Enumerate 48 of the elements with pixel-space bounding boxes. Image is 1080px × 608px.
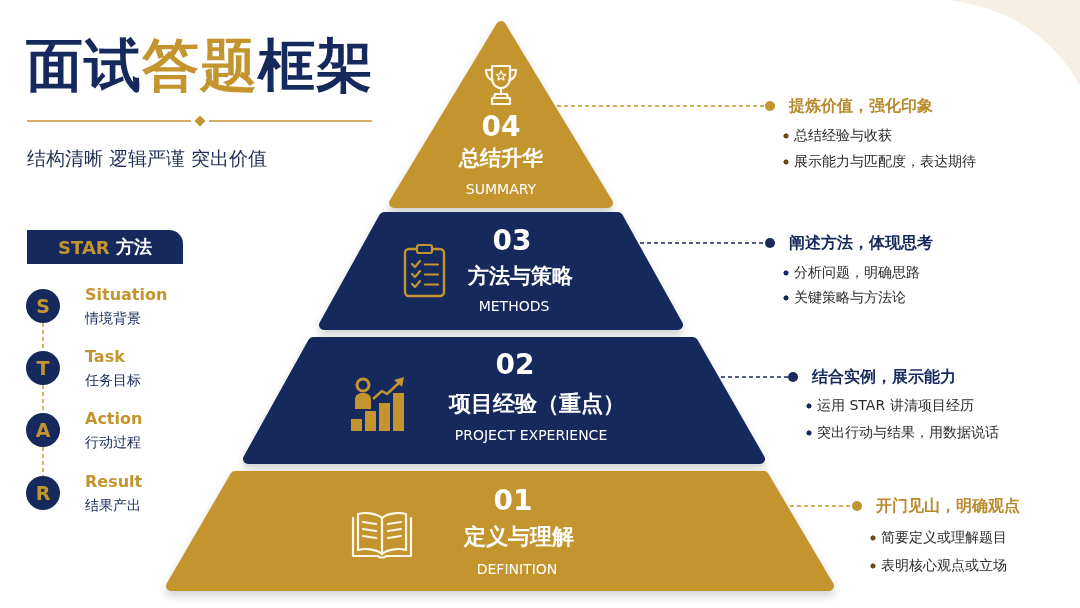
step-circle: R xyxy=(26,476,60,510)
callout-heading: 提炼价值，强化印象 xyxy=(789,96,933,116)
step-circle: T xyxy=(26,351,60,385)
pyramid-tier xyxy=(243,337,765,464)
list-item: 总结经验与收获 xyxy=(783,126,892,144)
tier-title: 项目经验（重点） xyxy=(449,390,625,418)
step-circle: S xyxy=(26,289,60,323)
tier-subtitle: METHODS xyxy=(478,297,550,315)
leader-line xyxy=(556,101,776,111)
step-description: 情境背景 xyxy=(85,309,141,327)
step-description: 任务目标 xyxy=(85,371,141,389)
subtitle: 结构清晰 逻辑严谨 突出价值 xyxy=(27,146,268,170)
section-header: STAR 方法 xyxy=(27,230,183,264)
pyramid-tier xyxy=(389,21,613,208)
list-item: 展示能力与匹配度，表达期待 xyxy=(783,152,976,170)
tier-number: 01 xyxy=(493,484,533,518)
tier-subtitle: PROJECT EXPERIENCE xyxy=(454,426,608,444)
step-name: Situation xyxy=(85,285,168,305)
tier-number: 04 xyxy=(481,110,521,144)
pyramid-tier xyxy=(319,212,683,330)
pyramid-tier xyxy=(166,471,834,591)
tier-number: 02 xyxy=(495,348,535,382)
step-description: 结果产出 xyxy=(85,496,141,514)
list-item: 运用 STAR 讲清项目经历 xyxy=(806,396,974,414)
tier-subtitle: SUMMARY xyxy=(465,180,537,198)
step-name: Task xyxy=(85,347,125,367)
tier-title: 总结升华 xyxy=(459,146,543,172)
list-item: 分析问题，明确思路 xyxy=(783,263,920,281)
tier-subtitle: DEFINITION xyxy=(476,560,558,578)
list-item: 表明核心观点或立场 xyxy=(870,556,1007,574)
step-circle: A xyxy=(26,413,60,447)
list-item: 简要定义或理解题目 xyxy=(870,528,1007,546)
callout-heading: 开门见山，明确观点 xyxy=(876,496,1020,516)
leader-line xyxy=(720,372,799,382)
tier-number: 03 xyxy=(492,224,532,258)
leader-line xyxy=(789,501,863,511)
leader-line xyxy=(639,238,776,248)
list-item: 关键策略与方法论 xyxy=(783,288,906,306)
step-name: Result xyxy=(85,472,143,492)
list-item: 突出行动与结果，用数据说话 xyxy=(806,423,999,441)
callout-heading: 结合实例，展示能力 xyxy=(812,367,956,387)
title: 面试答题框架 xyxy=(26,34,374,97)
tier-title: 定义与理解 xyxy=(464,523,574,551)
step-description: 行动过程 xyxy=(85,433,141,451)
step-name: Action xyxy=(85,409,143,429)
tier-title: 方法与策略 xyxy=(467,264,573,290)
connector-line xyxy=(42,446,44,477)
callout-heading: 阐述方法，体现思考 xyxy=(789,233,933,253)
